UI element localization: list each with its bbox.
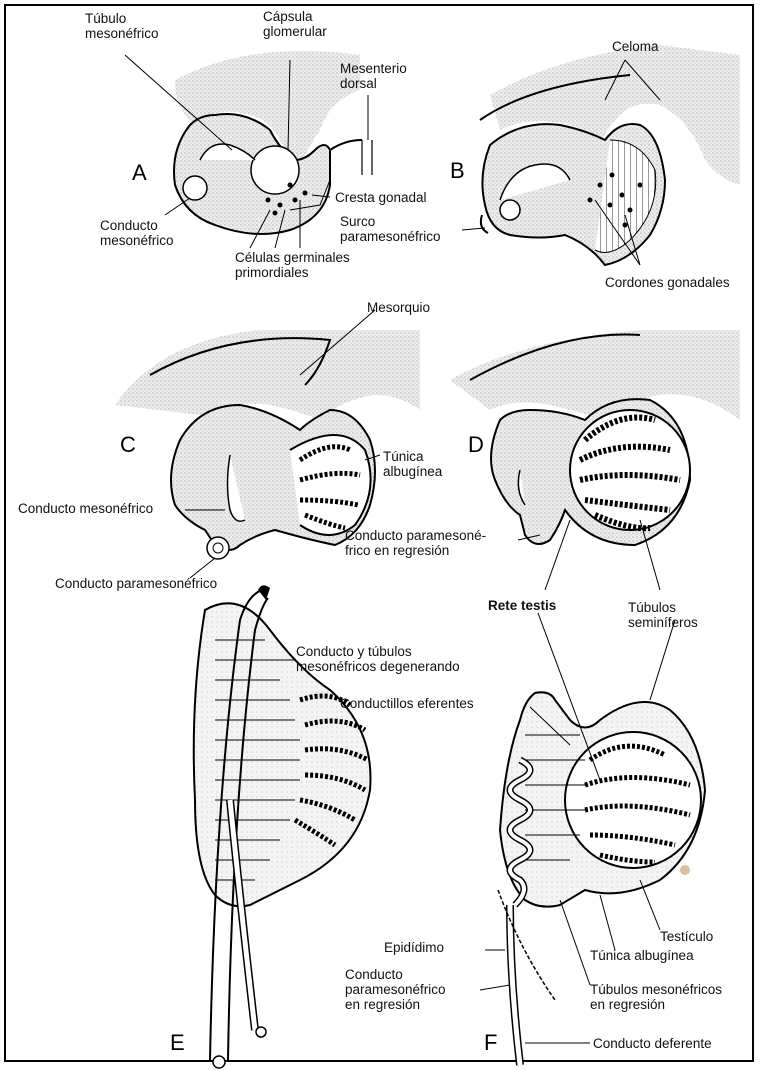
testis-d (570, 410, 690, 530)
coelom-wall-a (330, 140, 362, 150)
label-celoma: Celoma (612, 39, 659, 54)
panel-d-letter: D (468, 432, 484, 457)
label-conducto-mesonefrico-c: Conducto mesonéfrico (18, 501, 153, 516)
paramesonephric-duct-c (207, 537, 229, 559)
label-conducto-deferente: Conducto deferente (593, 1036, 712, 1051)
label-conductillos-eferentes: Conductillos eferentes (340, 696, 474, 711)
panel-e-letter: E (170, 1030, 185, 1055)
panel-a: A (125, 51, 372, 248)
panel-d: D (450, 330, 740, 590)
testis-f (565, 732, 701, 868)
label-mesorquio: Mesorquio (367, 300, 430, 315)
label-conducto-paramesonefrico-regresion-d: Conducto paramesoné-frico en regresión (345, 528, 486, 558)
panel-d-celomic-bg (450, 330, 740, 420)
panel-b-letter: B (450, 158, 465, 183)
label-epididimo: Epidídimo (384, 940, 444, 955)
label-cordones-gonadales: Cordones gonadales (605, 275, 730, 290)
label-rete-testis: Rete testis (488, 598, 556, 613)
glomerular-capsule (251, 146, 299, 194)
panel-f-letter: F (484, 1030, 497, 1055)
mesonephric-duct-b (500, 200, 520, 220)
paramesonephric-groove (481, 215, 488, 233)
label-testiculo: Testículo (660, 929, 713, 944)
testis-cords-c (290, 435, 371, 535)
panel-c-letter: C (120, 432, 136, 457)
panel-b: B (450, 45, 740, 265)
panel-a-letter: A (132, 160, 147, 185)
mesonephric-duct-a (183, 176, 207, 200)
dorsal-mesentery (362, 140, 372, 175)
label-tunica-albuginea-f: Túnica albugínea (590, 948, 694, 963)
label-conducto-paramesonefrico-c: Conducto paramesonéfrico (55, 576, 217, 591)
label-cresta-gonadal: Cresta gonadal (335, 190, 427, 205)
panel-c-celomic-bg (115, 330, 420, 420)
